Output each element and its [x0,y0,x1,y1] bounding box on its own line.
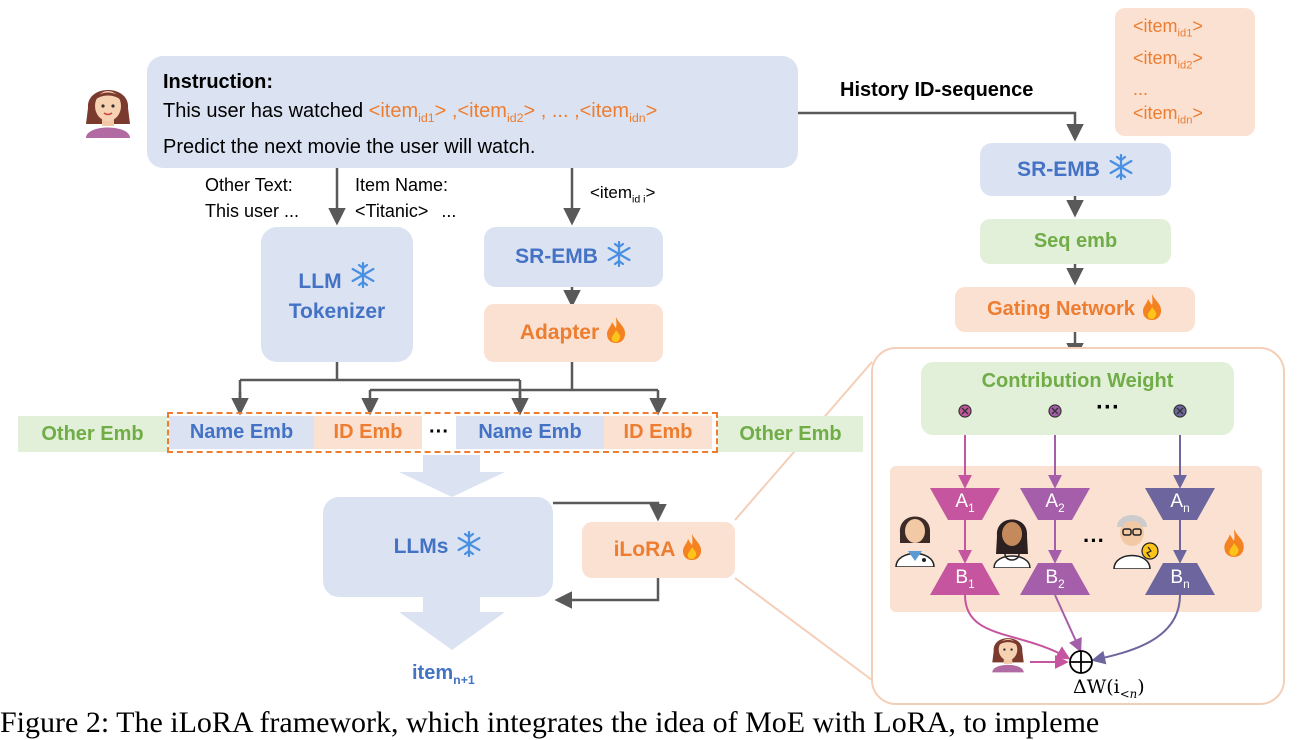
expert-2-adapters [1020,488,1090,595]
figure-caption: Figure 2: The iLoRA framework, which int… [0,706,1100,739]
user-avatar-icon [988,628,1028,679]
instruction-box: Instruction: This user has watched <item… [147,56,798,168]
snowflake-icon [1108,153,1134,186]
expert-bn-label: Bn [1170,567,1190,591]
history-id-sequence-label: History ID-sequence [840,79,1034,101]
flame-icon [681,533,703,567]
item-id-label: <itemid i> [590,183,656,206]
doctor-icon [992,510,1032,573]
sr-emb-left-box: SR-EMB [484,227,663,287]
adapter-box: Adapter [484,304,663,362]
expert-b2-label: B2 [1045,567,1065,591]
contribution-weight-box: Contribution Weight ··· [921,362,1234,435]
embedding-sequence: Name Emb ID Emb ··· Name Emb ID Emb [167,412,718,453]
item-name-value: <Titanic> ... [355,201,457,221]
output-item-label: itemn+1 [412,662,475,687]
scientist-icon [1112,507,1160,574]
id-emb-1: ID Emb [314,416,422,449]
instruction-line2: Predict the next movie the user will wat… [163,136,536,158]
flame-icon [1141,293,1163,327]
instruction-line1: This user has watched <itemid1> ,<itemid… [163,100,658,125]
expert-ellipsis: ··· [1083,528,1105,553]
expert-a2-label: A2 [1045,491,1065,515]
name-emb-1: Name Emb [169,416,314,449]
weight-ellipsis: ··· [1096,394,1120,421]
other-emb-right: Other Emb [718,416,863,452]
contribution-weight-label: Contribution Weight [981,370,1174,392]
expert-1-adapters [930,488,1000,595]
snowflake-icon [456,530,482,563]
llms-box: LLMs [323,497,553,597]
ilora-box: iLoRA [582,522,735,578]
expert-n-adapters [1145,488,1215,595]
seq-emb-box: Seq emb [980,219,1171,264]
plus-circle-icon [1069,650,1093,674]
expert-an-label: An [1170,491,1190,515]
doctor-icon [894,505,936,572]
other-text-label: Other Text: [205,175,293,195]
snowflake-icon [606,240,632,273]
id-emb-2: ID Emb [604,416,712,449]
sr-emb-right-box: SR-EMB [980,143,1171,196]
history-id-list: <itemid1> <itemid2> ... <itemidn> [1115,8,1255,136]
history-item: <itemid1> [1133,16,1203,40]
other-emb-left: Other Emb [18,416,167,452]
multiply-circle-icon [1173,404,1187,423]
history-item: ... [1133,79,1149,100]
flame-icon [605,316,627,350]
history-item: <itemidn> [1133,103,1203,127]
multiply-circle-icon [958,404,972,423]
expert-b1-label: B1 [955,567,975,591]
expert-a1-label: A1 [955,491,975,515]
history-item: <itemid2> [1133,47,1203,72]
delta-w-label: ΔW(i<n) [1073,676,1145,701]
user-avatar-icon [80,78,136,138]
name-emb-2: Name Emb [456,416,604,449]
other-text-value: This user ... [205,201,300,221]
item-name-label: Item Name: [355,175,449,195]
gating-network-box: Gating Network [955,287,1195,332]
snowflake-icon [350,261,376,297]
history-arrow [798,111,1084,142]
emb-ellipsis: ··· [429,421,449,443]
multiply-circle-icon [1048,404,1062,423]
instruction-heading: Instruction: [163,71,273,93]
flame-icon [1222,528,1246,563]
llm-tokenizer-box: LLM Tokenizer [261,227,413,362]
